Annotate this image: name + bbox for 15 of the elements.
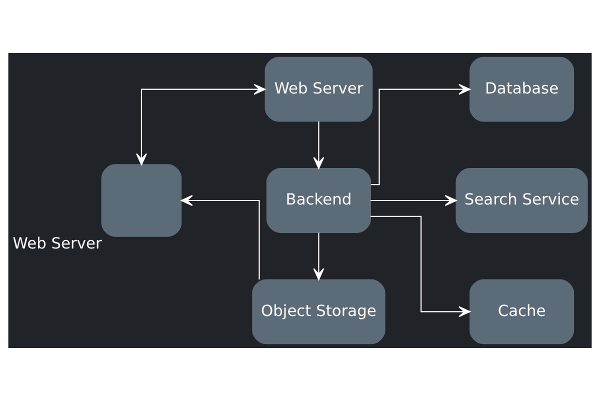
node-box: Cache (470, 278, 574, 344)
arrow (180, 194, 260, 280)
arrow (136, 83, 266, 165)
node-box: Backend (266, 168, 371, 232)
node-box: Search Service (456, 168, 588, 232)
node-box: Object Storage (252, 278, 386, 344)
node-box: Database (470, 56, 574, 122)
arrow (370, 194, 457, 206)
node-box: Web Server (264, 56, 373, 122)
arrow (313, 232, 324, 280)
node-box (101, 164, 182, 236)
arrow (370, 83, 470, 185)
arrow (370, 215, 471, 317)
node-label: Web Server (12, 234, 102, 252)
arrow (313, 120, 324, 168)
